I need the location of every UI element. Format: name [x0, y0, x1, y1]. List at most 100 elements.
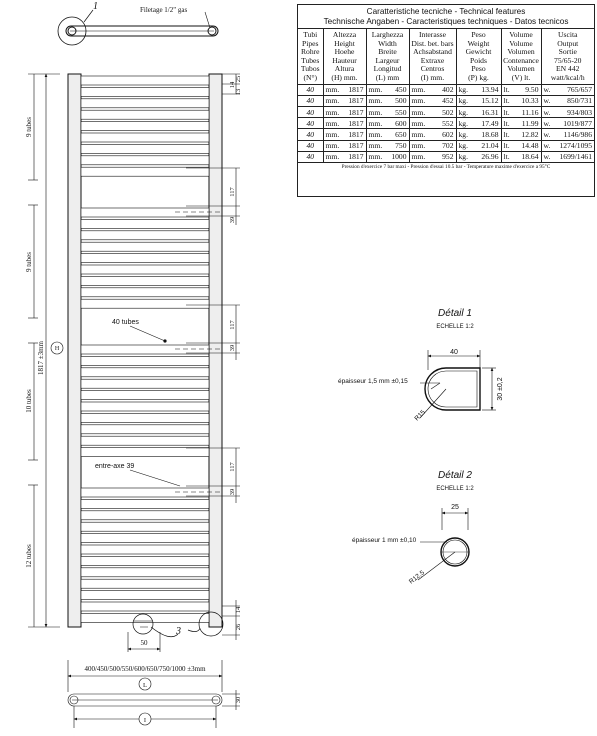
- tubes-12: 12 tubes: [25, 544, 33, 568]
- table-cell: w.1274/1095: [540, 140, 594, 152]
- spec-header-line: Contenance: [503, 55, 539, 65]
- cell-value: 502: [442, 107, 454, 117]
- spec-header-line: Extraxe: [420, 55, 445, 65]
- cell-unit: mm.: [325, 141, 340, 151]
- table-cell: mm.402: [408, 84, 456, 96]
- spec-header-line: (V) lt.: [511, 72, 531, 82]
- cell-unit: mm.: [368, 152, 383, 162]
- cell-unit: w.: [543, 129, 551, 139]
- dim-39-b: 39: [229, 345, 236, 352]
- radiator-tube: [80, 487, 210, 498]
- cell-unit: mm.: [411, 96, 426, 106]
- cell-value: 450: [395, 85, 407, 95]
- spec-footer: Pression d'exercice 7 bar maxi - Pressio…: [341, 163, 551, 170]
- spec-header-line: Volume: [509, 30, 533, 39]
- cell-unit: kg.: [458, 141, 469, 151]
- cell-tubes: 40: [298, 117, 323, 130]
- cell-unit: mm.: [325, 129, 340, 139]
- radiator-tube: [80, 378, 210, 389]
- width-options: 400/450/500/550/600/650/750/1000 ±3mm: [84, 665, 206, 673]
- width-symbol-L: L: [143, 682, 147, 689]
- radiator-tube: [80, 401, 210, 412]
- dim-25: 25: [235, 76, 242, 83]
- cell-unit: mm.: [411, 152, 426, 162]
- cell-tubes: 40: [298, 140, 323, 152]
- cell-value: 9.50: [525, 85, 539, 95]
- table-cell: mm.1817: [322, 128, 366, 141]
- radiator-tube: [80, 241, 210, 252]
- cell-value: 21.04: [481, 141, 499, 151]
- spec-header-line: Uscita: [558, 30, 578, 39]
- cell-value: 1817: [348, 118, 364, 128]
- spec-header-line: Tubes: [301, 55, 320, 65]
- radiator-tube: [80, 613, 210, 623]
- spec-header-line: Weight: [467, 38, 490, 48]
- cell-unit: lt.: [503, 129, 510, 139]
- tubes-9-mid: 9 tubes: [25, 252, 33, 272]
- cell-unit: lt.: [503, 96, 510, 106]
- spec-header-line: (N°): [303, 72, 318, 82]
- radiator-tube: [80, 109, 210, 120]
- cell-unit: mm.: [368, 107, 383, 117]
- spec-header-line: Larghezza: [371, 30, 404, 39]
- cell-value: 17.49: [481, 118, 499, 128]
- spec-header-line: Volumen: [507, 47, 535, 57]
- cell-unit: mm.: [368, 129, 383, 139]
- table-cell: mm.450: [365, 84, 409, 96]
- cell-value: 765/657: [567, 85, 592, 95]
- table-cell: kg. 21.04: [455, 140, 501, 152]
- cell-value: 1699/1461: [559, 152, 593, 162]
- spec-header-line: Achsabstand: [413, 47, 452, 57]
- radiator-tube: [80, 356, 210, 366]
- cell-value: 1817: [348, 85, 364, 95]
- cell-value: 500: [395, 96, 407, 106]
- radiator-tube: [80, 390, 210, 400]
- spec-title-line-2: Technische Angaben - Caracteristiques te…: [323, 17, 569, 26]
- table-cell: lt.10.33: [500, 95, 541, 107]
- table-cell: lt.9.50: [500, 84, 541, 96]
- spec-header-line: Centros: [420, 64, 445, 74]
- cell-unit: mm.: [325, 118, 340, 128]
- entre-axe-label: entre-axe 39: [95, 463, 134, 470]
- cell-value: 1019/877: [563, 118, 592, 128]
- cell-value: 12.82: [521, 129, 539, 139]
- cell-tubes: 40: [298, 95, 323, 107]
- detail-1-thickness: épaisseur 1,5 mm ±0,15: [338, 378, 408, 385]
- right-dimensions: [175, 73, 240, 640]
- radiator-tube: [80, 298, 210, 309]
- spec-header-line: (H) mm.: [331, 72, 358, 82]
- table-cell: lt. 12.82: [500, 128, 541, 141]
- table-cell: kg.18.68: [455, 128, 501, 141]
- cell-unit: lt.: [503, 141, 510, 151]
- radiator-tube: [80, 276, 210, 286]
- spec-header-line: Volumen: [507, 64, 535, 74]
- cell-unit: kg.: [458, 129, 469, 139]
- cell-unit: mm.: [411, 107, 426, 117]
- radiator-tube: [80, 253, 210, 263]
- spec-header-line: Hauteur: [332, 55, 357, 65]
- radiator-tube: [80, 601, 210, 612]
- radiator-tube: [80, 166, 210, 177]
- dim-30: 30: [235, 697, 242, 704]
- spec-header-line: Peso: [471, 30, 486, 39]
- detail-1-width: 40: [450, 349, 458, 356]
- spec-header-line: Altezza: [332, 30, 357, 39]
- dim-117-b: 117: [229, 319, 236, 329]
- table-cell: mm.602: [408, 128, 456, 141]
- cell-value: 13.94: [481, 85, 499, 95]
- cell-value: 750: [395, 141, 407, 151]
- table-cell: mm.702: [408, 140, 456, 152]
- callout-3: 3: [175, 626, 181, 637]
- table-cell: mm.1000: [365, 151, 409, 163]
- cell-unit: mm.: [325, 107, 340, 117]
- table-cell: mm.952: [408, 151, 456, 163]
- table-cell: w.765/657: [540, 84, 594, 96]
- cell-unit: w.: [543, 96, 551, 106]
- table-cell: mm.500: [365, 95, 409, 107]
- spec-header-line: watt/kcal/h: [550, 72, 585, 82]
- dim-39-a: 39: [229, 217, 236, 224]
- spec-header-line: Hoehe: [334, 47, 355, 57]
